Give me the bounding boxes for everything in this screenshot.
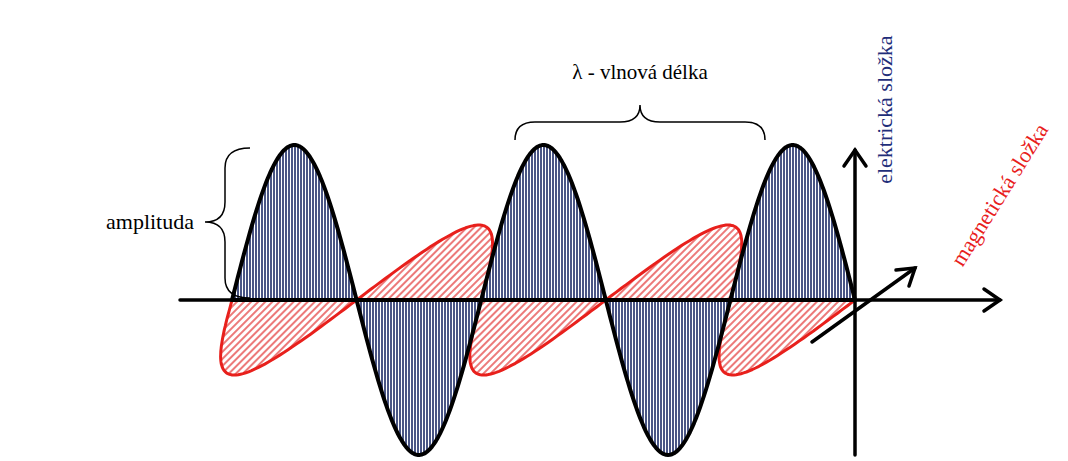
wavelength-label: λ - vlnová délka xyxy=(572,60,708,84)
amplitude-bracket xyxy=(205,148,250,298)
amplitude-label: amplituda xyxy=(106,209,194,234)
magnetic-axis-label: magnetická složka xyxy=(946,119,1054,271)
wavelength-bracket xyxy=(515,105,765,140)
axes xyxy=(180,150,1000,455)
electric-axis-label: elektrická složka xyxy=(871,36,896,184)
